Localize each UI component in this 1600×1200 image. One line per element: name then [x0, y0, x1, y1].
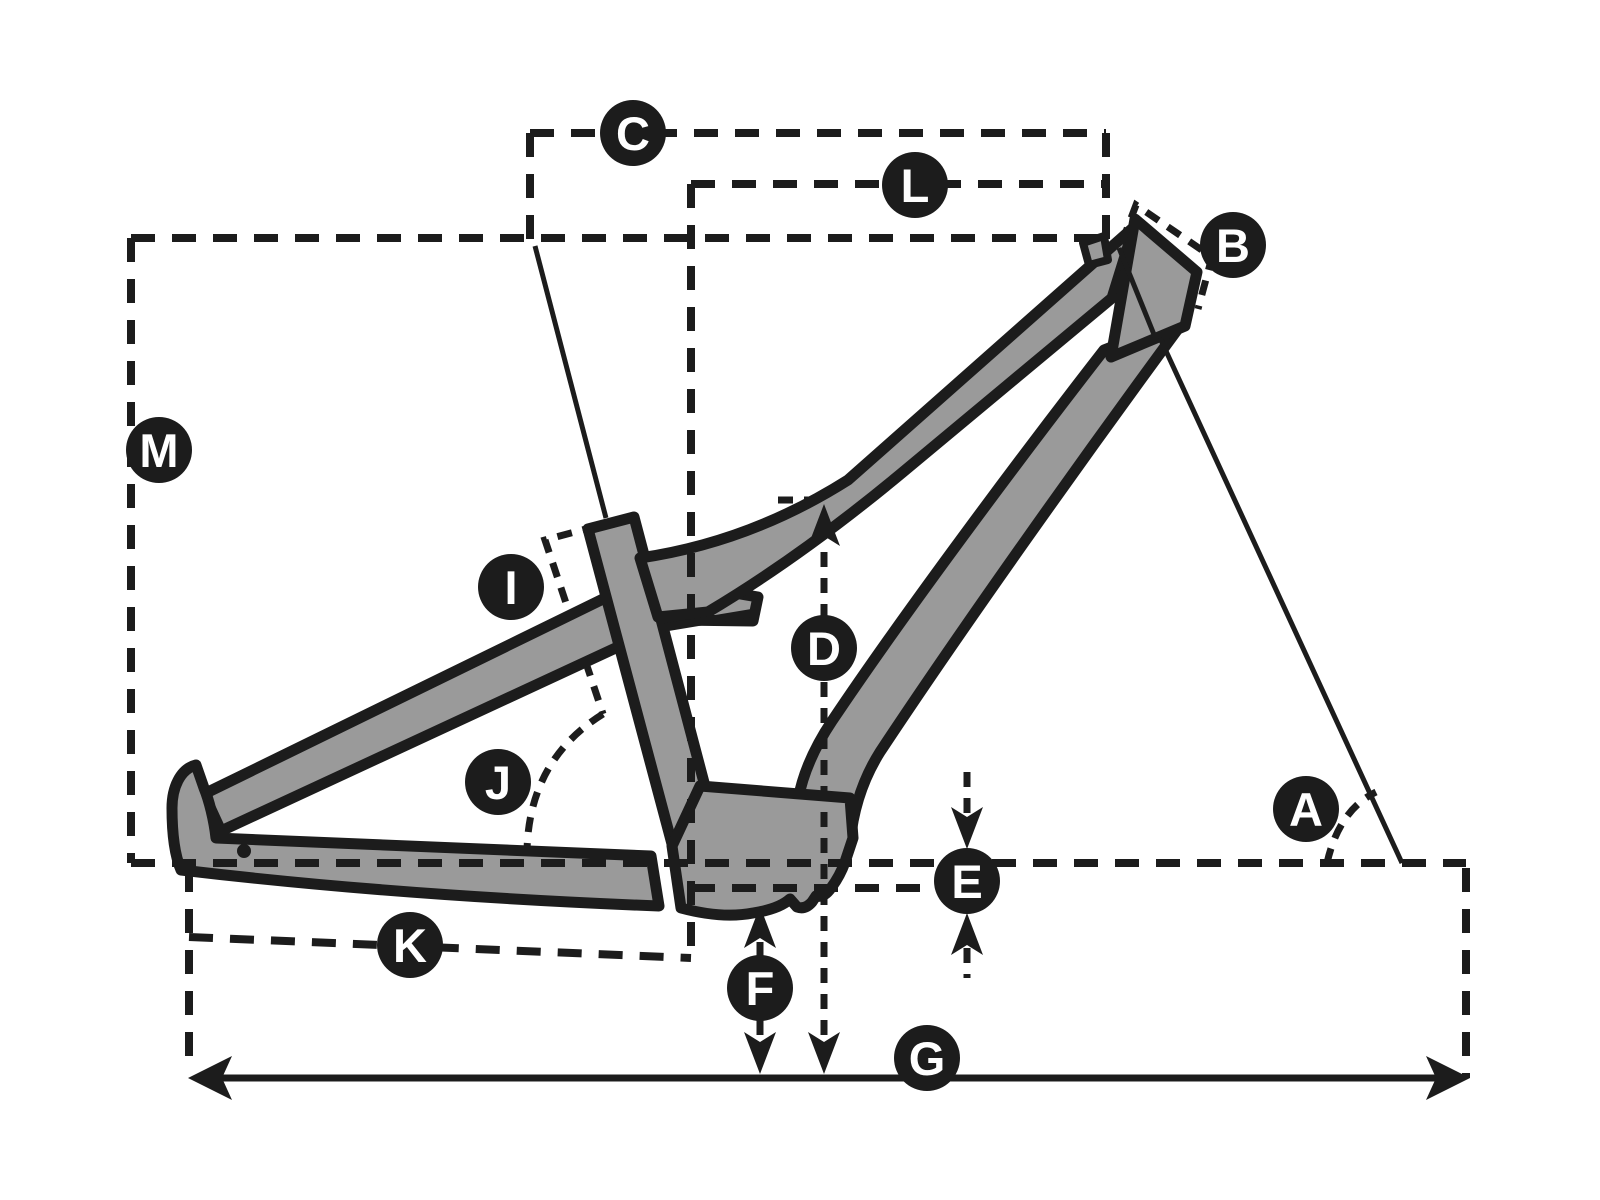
label-a-text: A	[1289, 783, 1323, 836]
label-c: C	[600, 100, 666, 166]
label-i-text: I	[504, 561, 517, 614]
f-up-arrow-icon	[744, 906, 776, 948]
label-g-text: G	[909, 1032, 946, 1085]
measure-arc-j	[523, 711, 605, 852]
label-b-text: B	[1216, 219, 1250, 272]
label-i-circle	[478, 554, 544, 620]
label-l-circle	[882, 152, 948, 218]
frame-motor-housing	[666, 780, 859, 921]
label-m: M	[126, 417, 192, 483]
label-l: L	[882, 152, 948, 218]
d-up-arrow-icon	[808, 504, 840, 546]
g-right-arrow-icon	[1426, 1056, 1470, 1100]
measure-rect-b	[1118, 199, 1217, 310]
label-f-text: F	[746, 962, 775, 1015]
label-k: K	[377, 912, 443, 978]
label-j: J	[465, 749, 531, 815]
frame-top-tube	[634, 221, 1140, 623]
label-i: I	[478, 554, 544, 620]
head-tube-seam	[1116, 247, 1158, 338]
label-j-text: J	[485, 756, 511, 809]
label-l-text: L	[901, 159, 930, 212]
label-f: F	[727, 955, 793, 1021]
label-c-text: C	[616, 107, 650, 160]
label-d: D	[791, 615, 857, 681]
label-f-circle	[727, 955, 793, 1021]
e-down-arrow-icon	[951, 807, 983, 849]
label-m-circle	[126, 417, 192, 483]
steering-axis-line	[1157, 336, 1405, 865]
label-e-text: E	[951, 855, 982, 908]
frame-head-tube	[1105, 213, 1203, 363]
label-a: A	[1273, 776, 1339, 842]
frame-chain-stay	[166, 759, 665, 912]
label-a-circle	[1273, 776, 1339, 842]
seat-tube-axis-line	[532, 245, 609, 519]
label-k-text: K	[393, 919, 427, 972]
g-left-arrow-icon	[188, 1056, 232, 1100]
bike-frame	[166, 213, 1203, 921]
label-g: G	[894, 1025, 960, 1091]
e-up-arrow-icon	[951, 913, 983, 955]
f-down-arrow-icon	[744, 1032, 776, 1074]
label-e: E	[934, 848, 1000, 914]
label-b: B	[1200, 212, 1266, 278]
seat-stay-slot	[661, 609, 753, 632]
label-j-circle	[465, 749, 531, 815]
rear-pivot-dot	[237, 844, 251, 858]
label-d-text: D	[807, 622, 841, 675]
d-down-arrow-icon	[808, 1032, 840, 1074]
label-d-circle	[791, 615, 857, 681]
label-g-circle	[894, 1025, 960, 1091]
measure-line-i-rect	[540, 522, 607, 716]
letter-markers: A B C D E F G I	[126, 100, 1339, 1091]
label-b-circle	[1200, 212, 1266, 278]
label-m-text: M	[139, 424, 178, 477]
label-c-circle	[600, 100, 666, 166]
label-k-circle	[377, 912, 443, 978]
label-e-circle	[934, 848, 1000, 914]
hidden-guides	[523, 522, 607, 852]
